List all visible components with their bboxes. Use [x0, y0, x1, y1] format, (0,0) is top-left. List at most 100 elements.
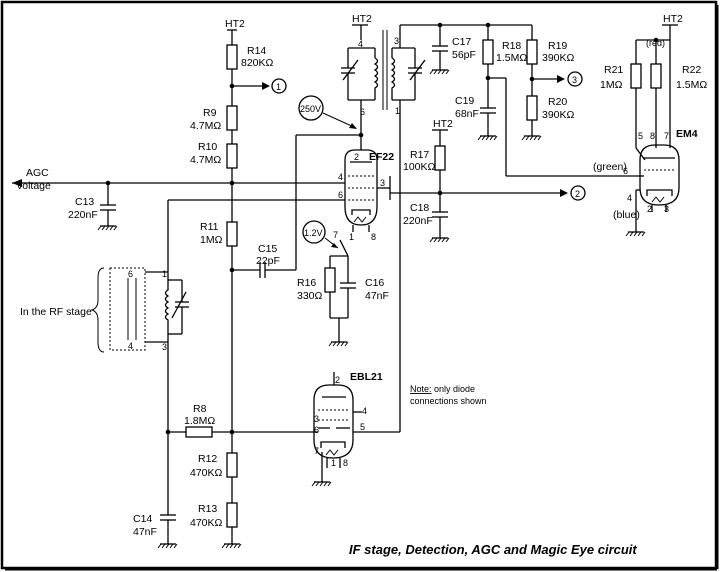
r20-value: 390KΩ — [542, 109, 575, 121]
ground-c17 — [429, 69, 450, 75]
c18-value: 220nF — [403, 215, 433, 227]
r16-value: 330Ω — [297, 290, 323, 302]
c13-value: 220nF — [68, 209, 98, 221]
resistor-r20 — [526, 95, 538, 121]
em4-green-label: (green) — [593, 161, 627, 173]
em4-pin-8: 8 — [650, 131, 655, 141]
ebl21-label: EBL21 — [350, 371, 383, 383]
resistor-r12 — [226, 452, 238, 478]
capacitor-c17-group: C17 56pF — [429, 22, 476, 75]
c13-name: C13 — [75, 196, 94, 208]
connector-3-label: 3 — [572, 75, 577, 85]
ef22-pin-1: 1 — [349, 232, 354, 242]
em4-pin-5: 5 — [638, 131, 643, 141]
ht2-label-left: HT2 — [225, 18, 245, 30]
connector-3 — [567, 71, 583, 87]
voltage-cathode: 1.2V — [304, 228, 323, 238]
rf-stage-transformer: In the RF stage 6 4 1 3 C14 47nF — [20, 200, 189, 549]
cathode-network: R16 330Ω C16 47nF 1.2V — [297, 220, 389, 347]
ebl21-pin-7: 7 — [314, 446, 319, 456]
ebl21-pin-3: 3 — [314, 414, 319, 424]
agc-section: AGC voltage C13 220nF — [12, 167, 345, 231]
ef22-pin-6: 6 — [338, 190, 343, 200]
ebl21-pin-8: 8 — [343, 458, 348, 468]
if-transformer-2: 3 1 — [390, 24, 532, 432]
rf-stage-label: In the RF stage — [20, 306, 92, 318]
rf-pin-1: 1 — [162, 269, 167, 279]
resistor-r10 — [226, 143, 238, 169]
ef22-pin-3: 3 — [380, 178, 385, 188]
resistor-r16 — [324, 267, 336, 293]
em4-blue-label: (blue) — [613, 209, 640, 221]
r9-name: R9 — [203, 107, 217, 119]
ebl21-pin-1: 1 — [331, 458, 336, 468]
agc-label: AGC — [26, 167, 49, 179]
r14-name: R14 — [247, 45, 266, 57]
r17-value: 100KΩ — [403, 161, 436, 173]
resistor-r22 — [650, 63, 662, 89]
ground-c19 — [477, 135, 498, 141]
ef22-pin-4: 4 — [338, 172, 343, 182]
r14-value: 820KΩ — [241, 57, 274, 69]
connector-1-label: 1 — [276, 82, 281, 92]
resistor-r17 — [434, 145, 446, 171]
r18-value: 1.5MΩ — [496, 52, 527, 64]
tube-ef22: EF22 2 4 6 3 7 1 8 — [333, 135, 394, 257]
r22-value: 1.5MΩ — [676, 79, 707, 91]
note-line2: connections shown — [410, 396, 487, 406]
ebl21-pin-5: 5 — [360, 422, 365, 432]
voltage-plate: 250V — [300, 104, 321, 114]
resistor-r14 — [226, 44, 238, 70]
rf-pin-6: 6 — [128, 269, 133, 279]
r8-name: R8 — [193, 403, 207, 415]
agc-arrow — [12, 179, 22, 187]
r19-r20-group: R19 390KΩ 3 R20 390KΩ — [521, 25, 583, 141]
voltage-cathode-bubble — [302, 220, 326, 244]
rf-pin-4: 4 — [128, 341, 133, 351]
r19-name: R19 — [548, 40, 567, 52]
ground-c18 — [429, 237, 450, 243]
ground-c14 — [157, 543, 178, 549]
c16-name: C16 — [365, 277, 384, 289]
voltage-plate-bubble — [298, 95, 324, 121]
tube-em4: HT2 (red) R21 1MΩ R22 1.5MΩ 5 8 7 EM4 6 … — [593, 13, 707, 237]
c15-value: 22pF — [256, 255, 280, 267]
ground-ebl21 — [311, 481, 332, 487]
r10-name: R10 — [198, 141, 217, 153]
ground-r20 — [521, 135, 542, 141]
t1-pin-6: 6 — [360, 107, 365, 117]
r10-value: 4.7MΩ — [190, 154, 221, 166]
r12-name: R12 — [198, 453, 217, 465]
t1-pin-4: 4 — [358, 39, 363, 49]
r8-value: 1.8MΩ — [184, 415, 215, 427]
agc-voltage-label: voltage — [17, 180, 51, 192]
em4-pin-6: 6 — [623, 166, 628, 176]
em4-pin-4: 4 — [627, 193, 632, 203]
ef22-pin-8: 8 — [371, 232, 376, 242]
ebl21-pin-4: 4 — [362, 406, 367, 416]
resistor-r8 — [185, 426, 213, 438]
ef22-label: EF22 — [369, 151, 394, 163]
resistor-r18 — [482, 39, 494, 65]
r11-name: R11 — [200, 221, 219, 233]
connector-1-top — [271, 78, 287, 94]
c14-name: C14 — [133, 513, 152, 525]
r22-name: R22 — [682, 64, 701, 76]
r17-name: R17 — [410, 149, 429, 161]
r18-c19-group: R18 1.5MΩ C19 68nF — [455, 22, 636, 177]
c15-name: C15 — [258, 243, 277, 255]
ht2-label-t1: HT2 — [352, 13, 372, 25]
resistor-r21 — [630, 63, 642, 89]
tube-ebl21: EBL21 2 4 3 6 5 7 1 8 Note: only diode c… — [311, 371, 487, 487]
rf-pin-3: 3 — [162, 342, 167, 352]
c18-name: C18 — [410, 202, 429, 214]
c19-name: C19 — [455, 95, 474, 107]
ef22-pin-7: 7 — [333, 230, 338, 240]
ht2-label-r17: HT2 — [433, 118, 453, 130]
ebl21-pin-6: 6 — [314, 425, 319, 435]
voltage-plate-group: 250V — [298, 95, 357, 129]
r17-c18-group: HT2 R17 100KΩ C18 220nF 2 — [390, 118, 586, 243]
em4-pin-2: 2 — [647, 204, 652, 214]
ground-c13 — [97, 225, 118, 231]
